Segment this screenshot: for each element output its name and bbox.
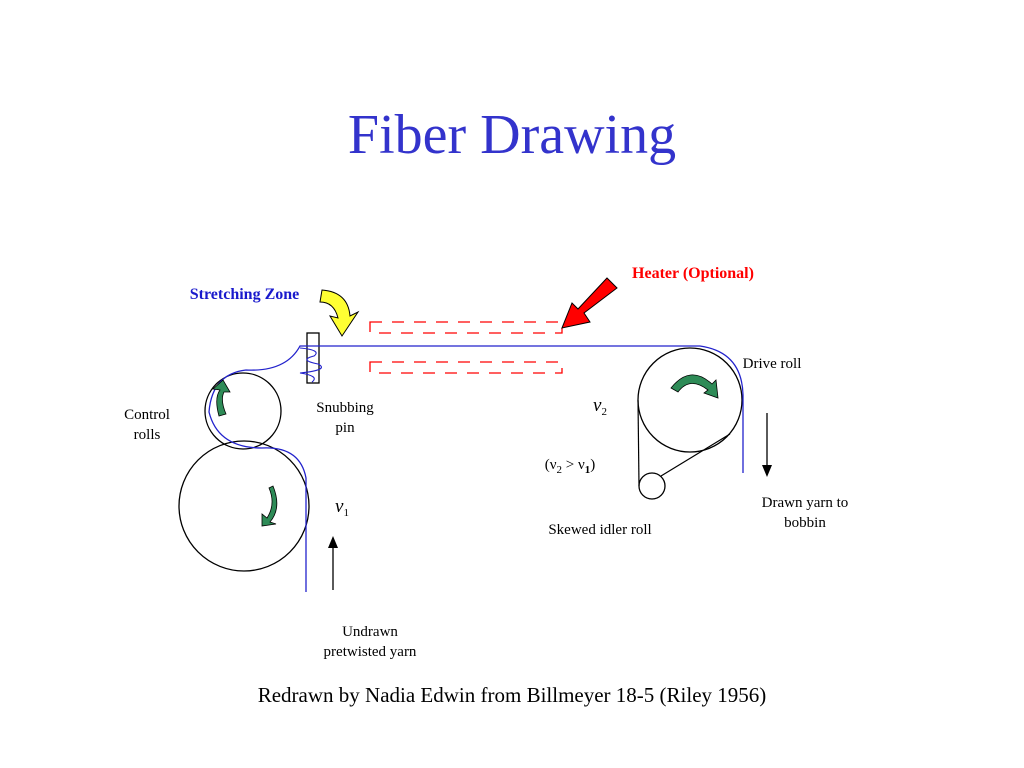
snubbing-pin-line-1: Snubbing bbox=[316, 400, 374, 416]
page-title: Fiber Drawing bbox=[347, 104, 677, 166]
drawn-yarn-arrow-head bbox=[762, 465, 772, 477]
snubbing-pin-label: Snubbing pin bbox=[300, 398, 390, 438]
heater-bottom-element bbox=[369, 361, 563, 374]
v1-symbol: ν bbox=[335, 496, 344, 517]
rotation-arrow-lower-control bbox=[261, 485, 278, 527]
condition-mid: > ν bbox=[562, 457, 585, 473]
speed-condition-label: (ν2 > ν1) bbox=[520, 455, 620, 480]
skewed-idler-label: Skewed idler roll bbox=[548, 522, 652, 538]
v2-subscript: 2 bbox=[601, 406, 607, 418]
v1-subscript: 1 bbox=[343, 507, 349, 519]
rotation-arrow-drive-roll bbox=[670, 374, 719, 399]
source-caption: Redrawn by Nadia Edwin from Billmeyer 18… bbox=[257, 683, 767, 707]
stretching-zone-pointer-arrow bbox=[319, 289, 360, 337]
control-rolls-line-2: rolls bbox=[133, 427, 161, 443]
drawn-yarn-line-2: bobbin bbox=[784, 515, 826, 531]
drawn-yarn-label: Drawn yarn to bobbin bbox=[740, 493, 870, 533]
stretching-zone-label: Stretching Zone bbox=[189, 286, 300, 303]
heater-top-element bbox=[369, 321, 563, 334]
undrawn-yarn-arrow-head bbox=[328, 536, 338, 548]
undrawn-yarn-line-1: Undrawn bbox=[342, 624, 398, 640]
heater-pointer-arrow bbox=[561, 277, 618, 329]
snubbing-pin-line-2: pin bbox=[335, 420, 355, 436]
skewed-idler-roll bbox=[638, 472, 666, 500]
heater-label: Heater (Optional) bbox=[632, 265, 754, 282]
v2-symbol: ν bbox=[593, 395, 602, 416]
condition-sub-2: 2 bbox=[556, 464, 563, 476]
condition-open: (ν bbox=[544, 457, 557, 473]
undrawn-yarn-line-2: pretwisted yarn bbox=[323, 644, 417, 660]
drive-roll-label: Drive roll bbox=[742, 356, 802, 372]
condition-sub-1: 1 bbox=[584, 464, 591, 476]
idler-belt-right bbox=[660, 433, 731, 477]
undrawn-yarn-label: Undrawn pretwisted yarn bbox=[300, 622, 440, 662]
rotation-arrow-upper-control bbox=[212, 379, 231, 417]
condition-close: ) bbox=[590, 457, 596, 473]
yarn-wrap-on-pin bbox=[299, 347, 322, 383]
drawn-yarn-line-1: Drawn yarn to bbox=[761, 495, 849, 511]
yarn-path bbox=[208, 345, 744, 592]
snubbing-pin bbox=[306, 332, 320, 384]
control-rolls-label: Control rolls bbox=[107, 405, 187, 445]
v1-label: ν1 bbox=[322, 497, 362, 523]
control-rolls-line-1: Control bbox=[124, 407, 170, 423]
upper-control-roll bbox=[204, 372, 282, 450]
idler-belt-left bbox=[637, 399, 640, 487]
lower-control-roll bbox=[178, 440, 310, 572]
v2-label: ν2 bbox=[580, 396, 620, 422]
